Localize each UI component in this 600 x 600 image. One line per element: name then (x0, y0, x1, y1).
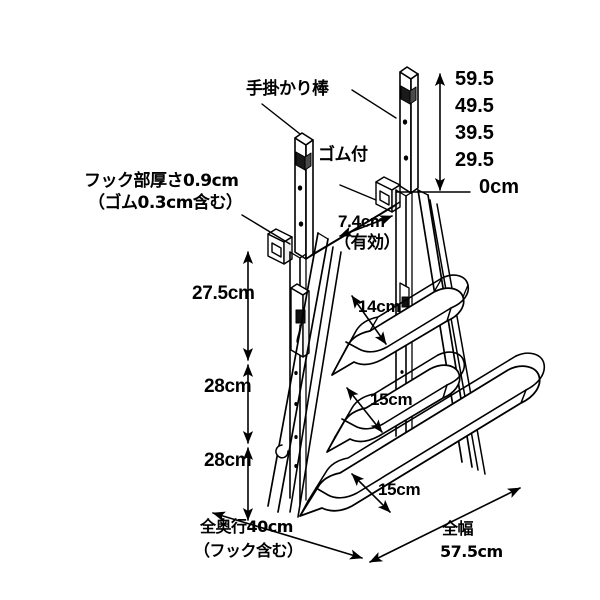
height-scale-mark-1: 49.5 (455, 95, 494, 117)
vertical-dimension-top: 27.5cm (192, 283, 255, 304)
hook-thickness-label-line2: （ゴム0.3cm含む） (88, 193, 243, 213)
vertical-dimension-middle: 28cm (204, 376, 252, 397)
height-scale-mark-3: 29.5 (455, 149, 494, 171)
shelf-depth-bottom: 15cm (378, 480, 421, 499)
total-width-label-line1: 全幅 (442, 519, 474, 538)
middle-shelf-depth-arrow (346, 387, 383, 433)
leader-lines (241, 89, 397, 245)
total-depth-arrow (212, 511, 363, 560)
left-foot (275, 444, 289, 459)
left-hook-bracket (267, 228, 293, 265)
height-scale-mark-zero: 0cm (479, 176, 520, 198)
vertical-dimension-bottom: 28cm (204, 450, 252, 471)
handrail-label: 手掛かり棒 (246, 79, 329, 99)
front-leg-left (267, 232, 329, 513)
total-depth-label-line2: （フック含む） (194, 541, 303, 560)
top-shelf-depth-arrow (351, 295, 387, 345)
total-depth-label-line1: 全奥行40cm (200, 517, 293, 536)
shelf-depth-top: 14cm (358, 297, 401, 316)
rubber-label: ゴム付 (318, 145, 368, 165)
effective-depth-arrow (339, 215, 393, 237)
hook-thickness-label-line1: フック部厚さ0.9cm (84, 171, 239, 191)
height-scale-mark-2: 39.5 (455, 122, 494, 144)
height-scale-mark-0: 59.5 (455, 68, 494, 90)
total-width-arrow (369, 487, 521, 563)
left-post (294, 132, 314, 260)
shelf-depth-middle: 15cm (370, 390, 413, 409)
height-scale-list: 59.5 49.5 39.5 29.5 0cm (455, 68, 575, 203)
total-width-label-line2: 57.5cm (440, 542, 503, 561)
effective-depth-value: 7.4cm (338, 212, 385, 231)
right-post (399, 66, 419, 194)
effective-depth-note: （有効） (334, 233, 401, 253)
front-leg-left-inner (289, 246, 342, 518)
